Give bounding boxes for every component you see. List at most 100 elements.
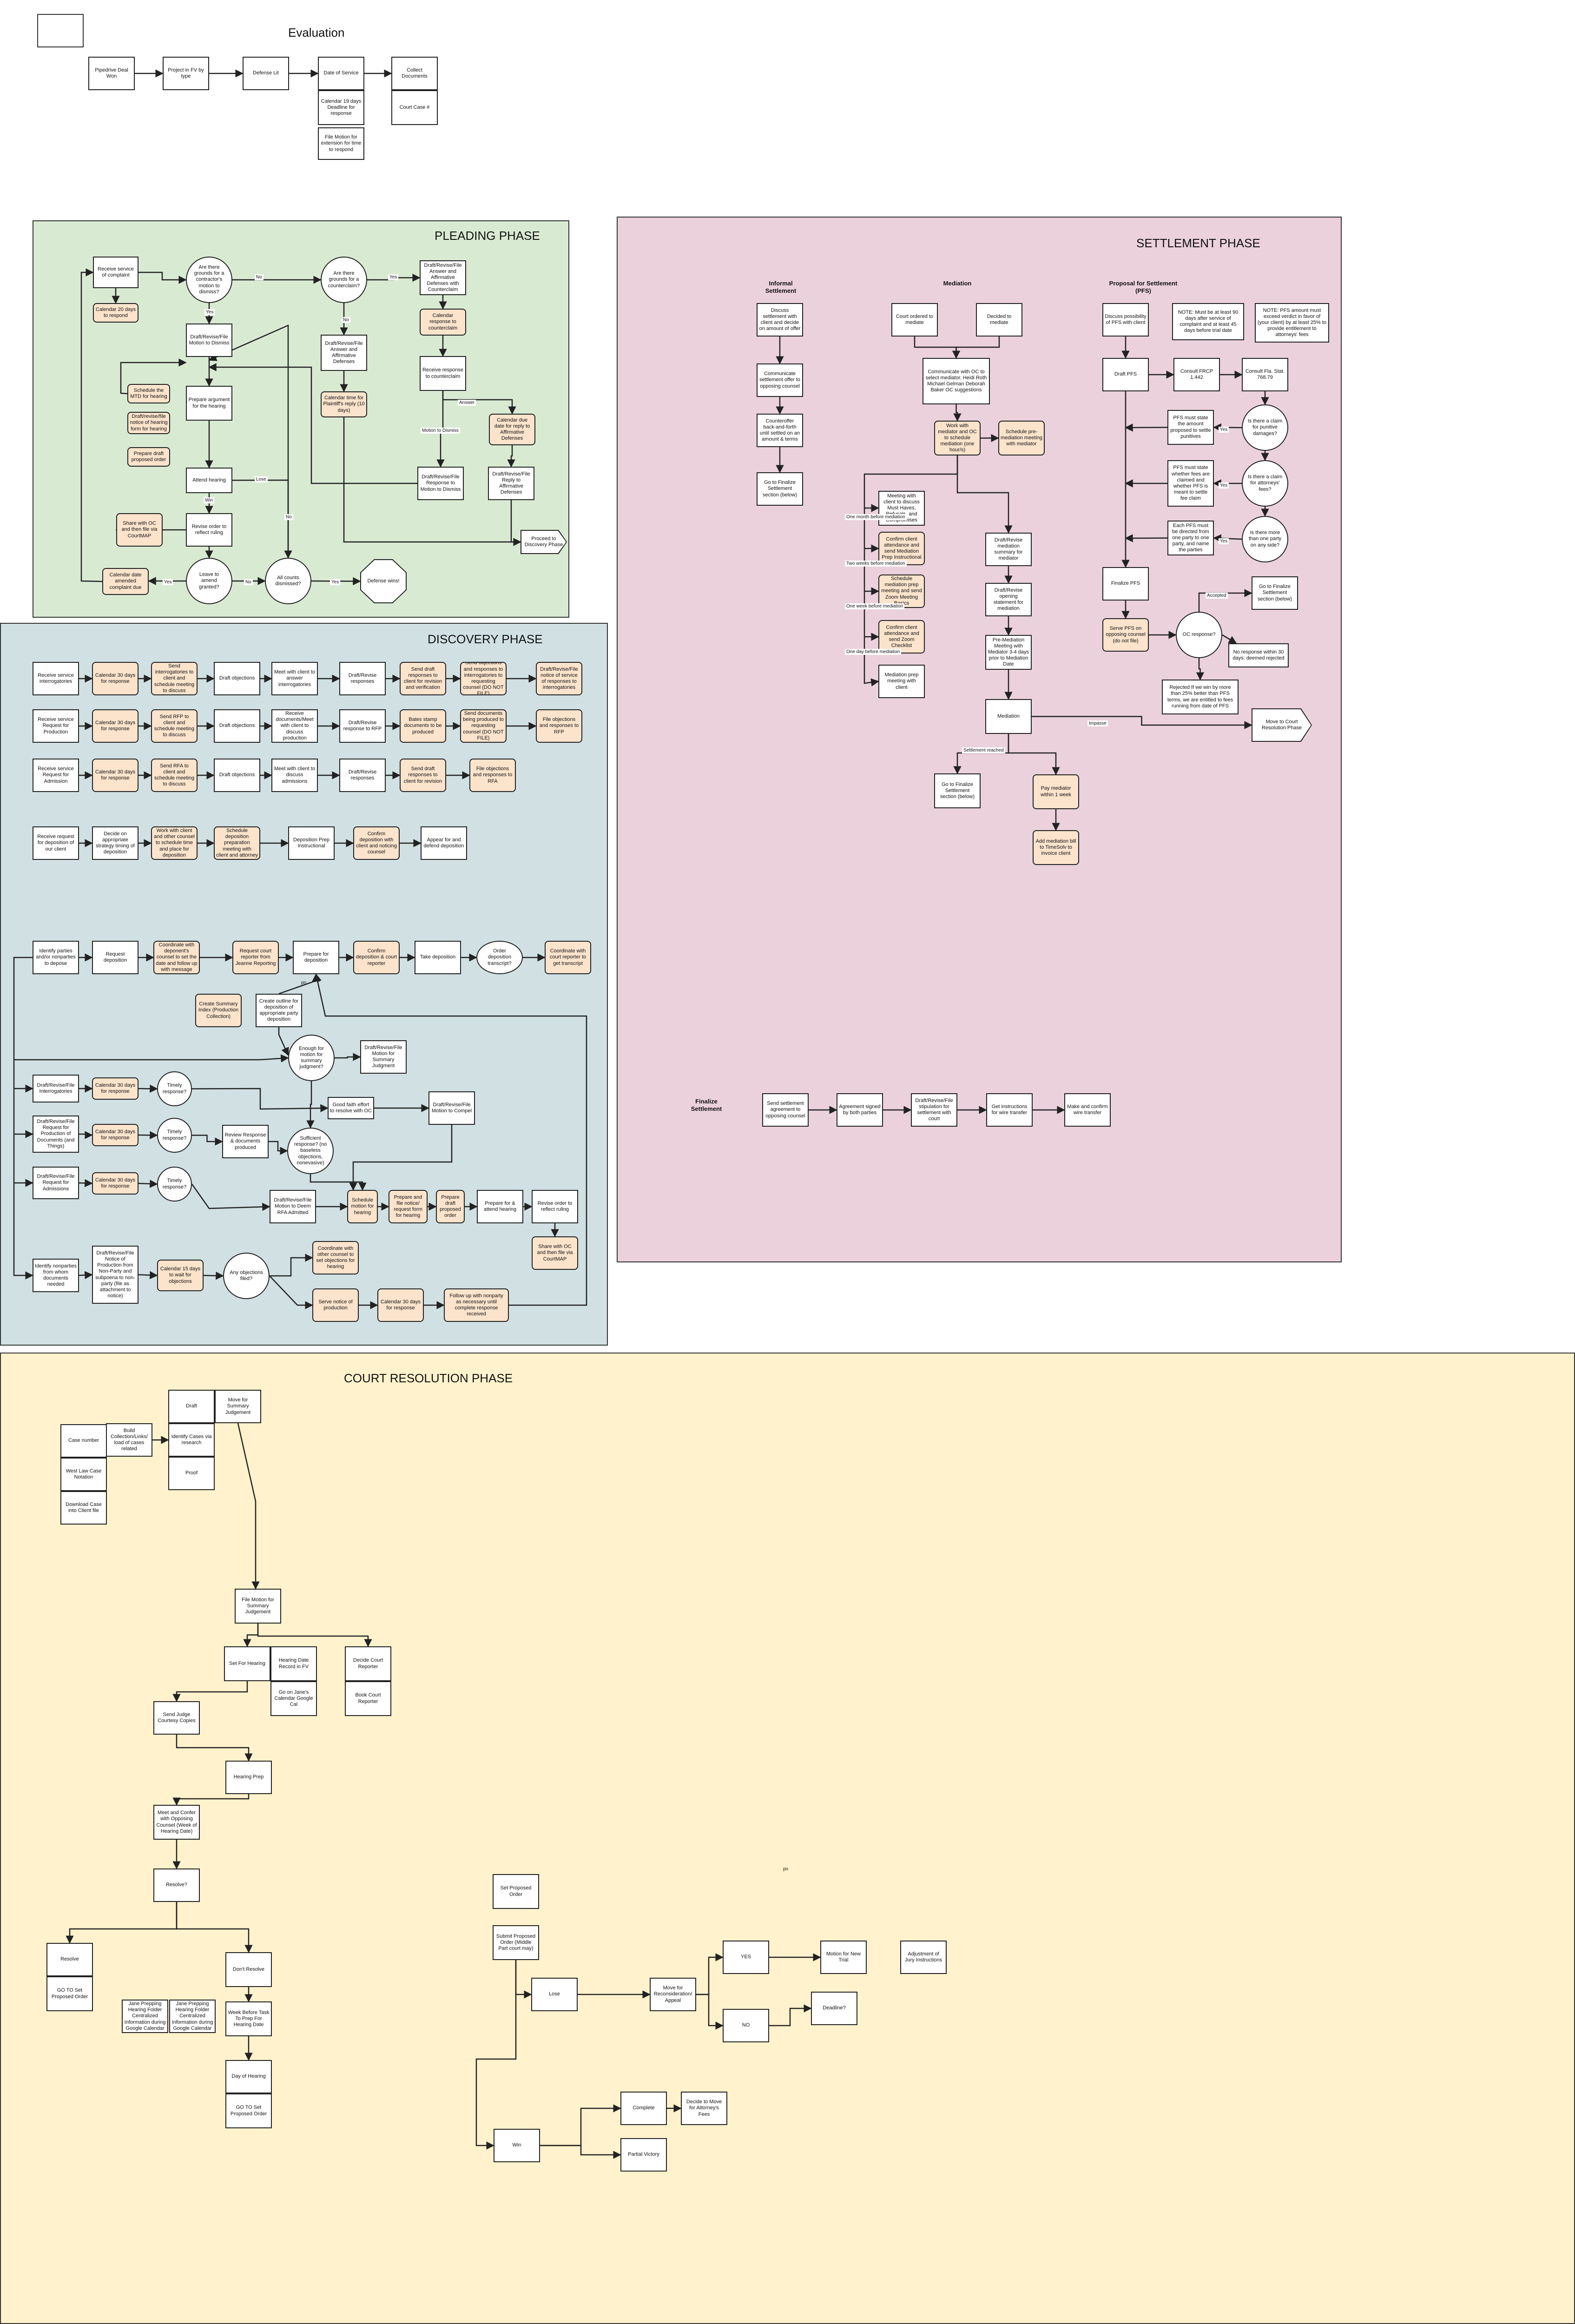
dc-cal30-1-label: Calendar 30 days for response (95, 1082, 136, 1094)
ct-goto-order2: GO TO Set Proposed Order (225, 2093, 272, 2128)
pl-grounds-counter-label: Are there grounds for a counterclaim? (328, 271, 360, 289)
connector-arrow-155 (176, 1735, 253, 1762)
eval-calendar-19-label: Calendar 19 days Deadline for response (321, 98, 362, 117)
dc-timely-3-label: Timely response? (162, 1178, 187, 1190)
ct-move-recon: Move for Reconsideration/ Appeal (650, 1978, 696, 2011)
ct-hearing-prep-label: Hearing Prep (233, 1774, 264, 1780)
pl-draft-notice-label: Draft/revise/file notice of hearing form… (130, 414, 168, 432)
ct-case-number-label: Case number (68, 1438, 99, 1444)
dc-timely-2-label: Timely response? (162, 1129, 187, 1141)
connector-arrow-72 (138, 1131, 158, 1140)
dc-cal15: Calendar 15 days to wait for objections (157, 1260, 204, 1291)
connector-arrow-22 (507, 445, 515, 468)
dc-r4-6: Appear for and defend deposition (421, 826, 467, 860)
pl-draft-motion-dismiss: Draft/Revise/File Motion to Dismiss (186, 324, 232, 357)
ct-set-proposed: Set Proposed Order (493, 1874, 539, 1909)
st-decided: Decided to mediate (976, 303, 1022, 337)
dc-r1-0-label: Receive service interrogatories (38, 672, 74, 684)
dc-enough-msj: Enough for motion for summary judgment? (288, 1035, 335, 1081)
st-rejected-label: Rejected If we win by more than 25% bett… (1167, 685, 1233, 709)
connector-arrow-159 (176, 1902, 253, 1953)
ct-set-proposed-label: Set Proposed Order (500, 1885, 532, 1897)
dc-prepare-attend: Prepare for & attend hearing (477, 1190, 523, 1223)
eval-calendar-19: Calendar 19 days Deadline for response (318, 90, 364, 125)
connector-arrow-75 (269, 1141, 288, 1155)
ct-identify-cases-label: Identify Cases via research (171, 1433, 212, 1446)
dc-prepare-order-label: Prepare draft proposed order (440, 1194, 461, 1219)
st-fin-3-label: Get instructions for wire transfer (991, 1103, 1028, 1116)
dc-cal30b: Calendar 30 days for response (377, 1288, 424, 1322)
ct-move-msj-label: Move for Summary Judgement (225, 1397, 251, 1415)
pl-calendar-amended-label: Calendar date amended complaint due (109, 572, 142, 590)
st-fin-3: Get instructions for wire transfer (986, 1093, 1033, 1127)
connector-arrow-100 (191, 1088, 329, 1112)
dc-draft-rfp-label: Draft/Revise/File Request for Production… (37, 1119, 75, 1149)
ct-yes-label: YES (740, 1954, 751, 1960)
connector-arrow-135 (1125, 534, 1168, 542)
st-consult-frcp-label: Consult FRCP 1.442 (1180, 368, 1213, 380)
pl-lbl-no-2: No (342, 317, 350, 323)
connector-arrow-158 (66, 1902, 178, 1944)
dc-share-oc-label: Share with OC and then file via CourtMAP (537, 1244, 573, 1262)
dc-r2-5-label: Draft/Revise response to RFP (343, 720, 382, 732)
dc-r4-2-label: Work with client and other counsel to sc… (154, 828, 195, 858)
pl-all-counts-label: All counts dismissed? (275, 574, 301, 587)
connector-arrow-167 (475, 1960, 517, 2150)
connector-arrow-5 (138, 271, 187, 284)
st-more-party: Is there more than one party on any side… (1242, 516, 1288, 562)
connector-arrow-94 (13, 957, 33, 1280)
ct-yes: YES (723, 1941, 769, 1974)
dc-r4-1-label: Decide on appropriate strategy timing of… (96, 831, 135, 855)
court-phase-title: COURT RESOLUTION PHASE (344, 1371, 513, 1385)
st-court-ordered-label: Court ordered to mediate (896, 313, 934, 325)
pl-attend-hearing-label: Attend hearing (192, 477, 226, 483)
pl-lbl-answer: Answer (458, 400, 476, 406)
dc-prepare-notice: Prepare and file notice/ request form fo… (389, 1190, 428, 1223)
dc-r1-3-label: Draft objections (219, 675, 255, 681)
st-state-party-label: Each PFS must be directed from one party… (1172, 522, 1209, 553)
connector-arrow-21 (442, 391, 516, 415)
pl-receive-resp-counter: Receive response to counterclaim (420, 356, 466, 391)
st-t-two: Two weeks before mediation (845, 561, 907, 567)
dc-cal30-2: Calendar 30 days for response (92, 1124, 138, 1146)
dc-r3-0: Receive service Request for Admission (33, 759, 79, 792)
connector-arrow-123 (1032, 716, 1252, 729)
dc-r2-7-label: Send documents being produced to request… (462, 711, 504, 741)
ct-build-collection: Build Collection/Links/ load of cases re… (106, 1423, 152, 1457)
eval-file-motion-ext: File Motion for extension for time to re… (318, 127, 364, 160)
pl-receive-resp-counter-label: Receive response to counterclaim (422, 367, 464, 379)
eval-court-case-label: Court Case # (399, 104, 430, 110)
dc-serve-notice-label: Serve notice of production (318, 1299, 353, 1311)
dc-r3-0-label: Receive service Request for Admission (38, 766, 74, 784)
pl-draft-notice: Draft/revise/file notice of hearing form… (127, 412, 170, 434)
eval-pipedrive: Pipedrive Deal Won (88, 57, 135, 90)
connector-arrow-89 (270, 1254, 313, 1277)
dc-draft-interrog-label: Draft/Revise/File Interrogatories (37, 1082, 75, 1094)
ct-complete: Complete (620, 2092, 667, 2125)
st-finalize-pfs: Finalize PFS (1102, 567, 1149, 601)
st-state-punitive-label: PFS must state the amount proposed to se… (1170, 415, 1211, 439)
st-lbl-accepted: Accepted (1206, 593, 1228, 599)
dc-good-faith: Good faith effort to resolve with OC (328, 1097, 374, 1119)
ct-westlaw: West Law Case Notation (60, 1458, 107, 1491)
ct-motion-new-trial: Motion for New Trial (820, 1941, 867, 1974)
dc-r5-6: Take deposition (415, 941, 461, 974)
st-rejected: Rejected If we win by more than 25% bett… (1162, 680, 1239, 714)
st-lbl-impasse: Impasse (1087, 720, 1108, 726)
dc-r1-0: Receive service interrogatories (33, 662, 79, 695)
dc-r4-3: Schedule deposition preparation meeting … (214, 826, 260, 860)
ct-adjustment: Adjustment of Jury Instructions (900, 1941, 947, 1974)
pl-attend-hearing: Attend hearing (186, 468, 232, 493)
st-lbl-settled: Settlement reached (962, 747, 1005, 753)
pl-grounds-counter: Are there grounds for a counterclaim? (321, 257, 367, 303)
court-phase-region (0, 1353, 1575, 2324)
dc-r1-1: Calendar 30 days for response (92, 662, 138, 695)
connector-arrow-30 (120, 358, 187, 395)
dc-r4-2: Work with client and other counsel to sc… (151, 826, 198, 860)
dc-r3-6-label: Send draft responses to client for revis… (403, 766, 442, 784)
connector-arrow-151 (237, 1423, 260, 1590)
pl-defense-wins: Defense wins! (360, 559, 407, 603)
connector-arrow-23 (510, 500, 521, 546)
st-claim-fees-label: Is there a claim for attorneys' fees? (1247, 474, 1283, 492)
st-confirm-zoom-label: Confirm client attendance and send Zoom … (884, 624, 919, 649)
